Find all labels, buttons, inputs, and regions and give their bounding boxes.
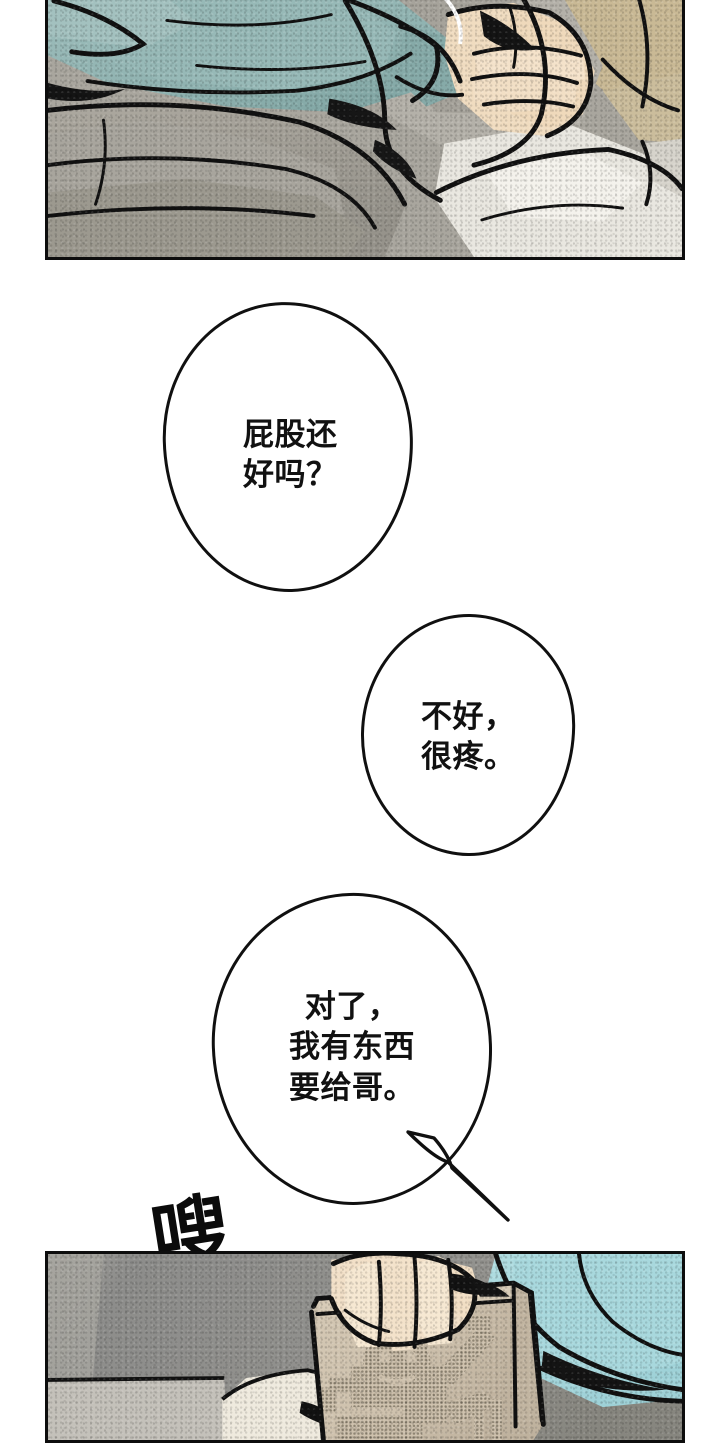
- comic-panel-top: [45, 0, 685, 260]
- panel-top-illustration: [48, 0, 682, 257]
- speech-bubble-2: 不好， 很疼。: [358, 612, 578, 858]
- speech-bubble-3-text: 对了， 我有东西 要给哥。: [288, 988, 415, 1106]
- panel-top-artwork: [48, 0, 682, 257]
- speech-bubble-2-text: 不好， 很疼。: [420, 698, 516, 775]
- panel-bottom-artwork: [48, 1254, 682, 1440]
- speech-bubble-3: 对了， 我有东西 要给哥。: [206, 888, 498, 1210]
- speech-bubble-1-text: 屁股还 好吗？: [242, 416, 338, 493]
- panel-bottom-illustration: [48, 1254, 682, 1440]
- comic-panel-bottom: [45, 1251, 685, 1443]
- speech-bubble-1: 屁股还 好吗？: [159, 298, 417, 596]
